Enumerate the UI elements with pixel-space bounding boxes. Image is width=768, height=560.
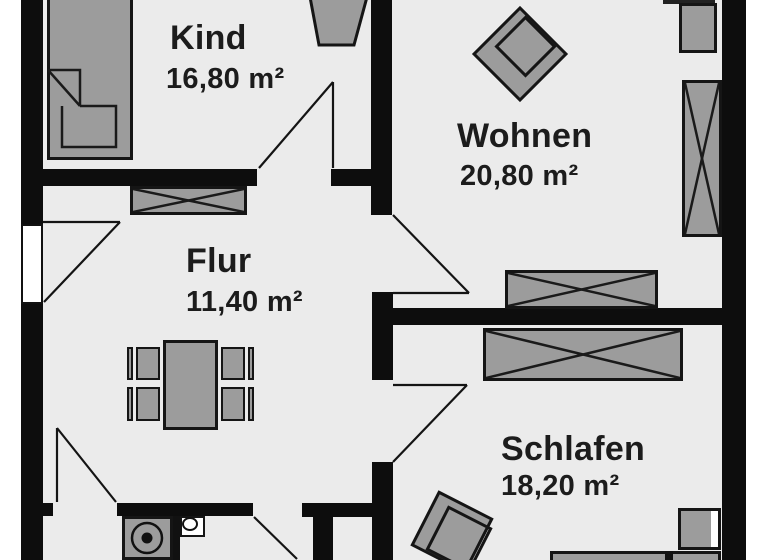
counter-divider <box>173 516 180 560</box>
dining-table-icon <box>163 340 218 430</box>
wall-kind-wohnen <box>371 0 392 215</box>
bed-schlafen-icon <box>550 551 721 560</box>
chair-back-icon <box>127 347 133 380</box>
room-area-schlafen: 18,20 m² <box>501 470 620 502</box>
wall-flur-wohnen <box>372 292 393 380</box>
room-label-flur: Flur <box>186 242 252 280</box>
room-area-kind: 16,80 m² <box>166 63 285 95</box>
chair-back-icon <box>127 387 133 421</box>
room-area-wohnen: 20,80 m² <box>460 160 579 192</box>
room-label-wohnen: Wohnen <box>457 117 593 155</box>
wall-bath-divider <box>313 516 333 560</box>
stove-icon <box>122 516 173 560</box>
room-area-flur: 11,40 m² <box>186 286 303 318</box>
cabinet-icon <box>679 3 717 53</box>
bed-divider <box>665 551 673 560</box>
entry-door-opening <box>21 224 43 304</box>
chair-icon <box>136 347 160 380</box>
sideboard-icon <box>505 270 658 309</box>
wall-bottom-a <box>43 503 53 516</box>
wall-bottom-c <box>302 503 373 517</box>
room-label-kind: Kind <box>170 19 247 57</box>
wall-wohnen-schlafen <box>372 308 746 325</box>
chair-icon <box>136 387 160 421</box>
wall-right <box>722 0 746 560</box>
wall-bottom-b <box>117 503 253 516</box>
shelf-edge-icon <box>663 0 715 4</box>
room-label-schlafen: Schlafen <box>501 430 646 468</box>
wall-flur-schlafen <box>372 462 393 560</box>
chair-icon <box>221 387 245 421</box>
wardrobe-schlafen-icon <box>483 328 683 381</box>
wall-kind-flur-stub <box>331 169 372 186</box>
chair-back-icon <box>248 387 254 421</box>
sink-icon <box>180 516 205 537</box>
nightstand-icon <box>678 508 721 550</box>
wall-kind-flur <box>43 169 257 186</box>
wardrobe-icon <box>130 186 247 215</box>
tall-wardrobe-icon <box>682 80 722 237</box>
bed-icon <box>47 0 133 160</box>
chair-icon <box>221 347 245 380</box>
chair-back-icon <box>248 347 254 380</box>
